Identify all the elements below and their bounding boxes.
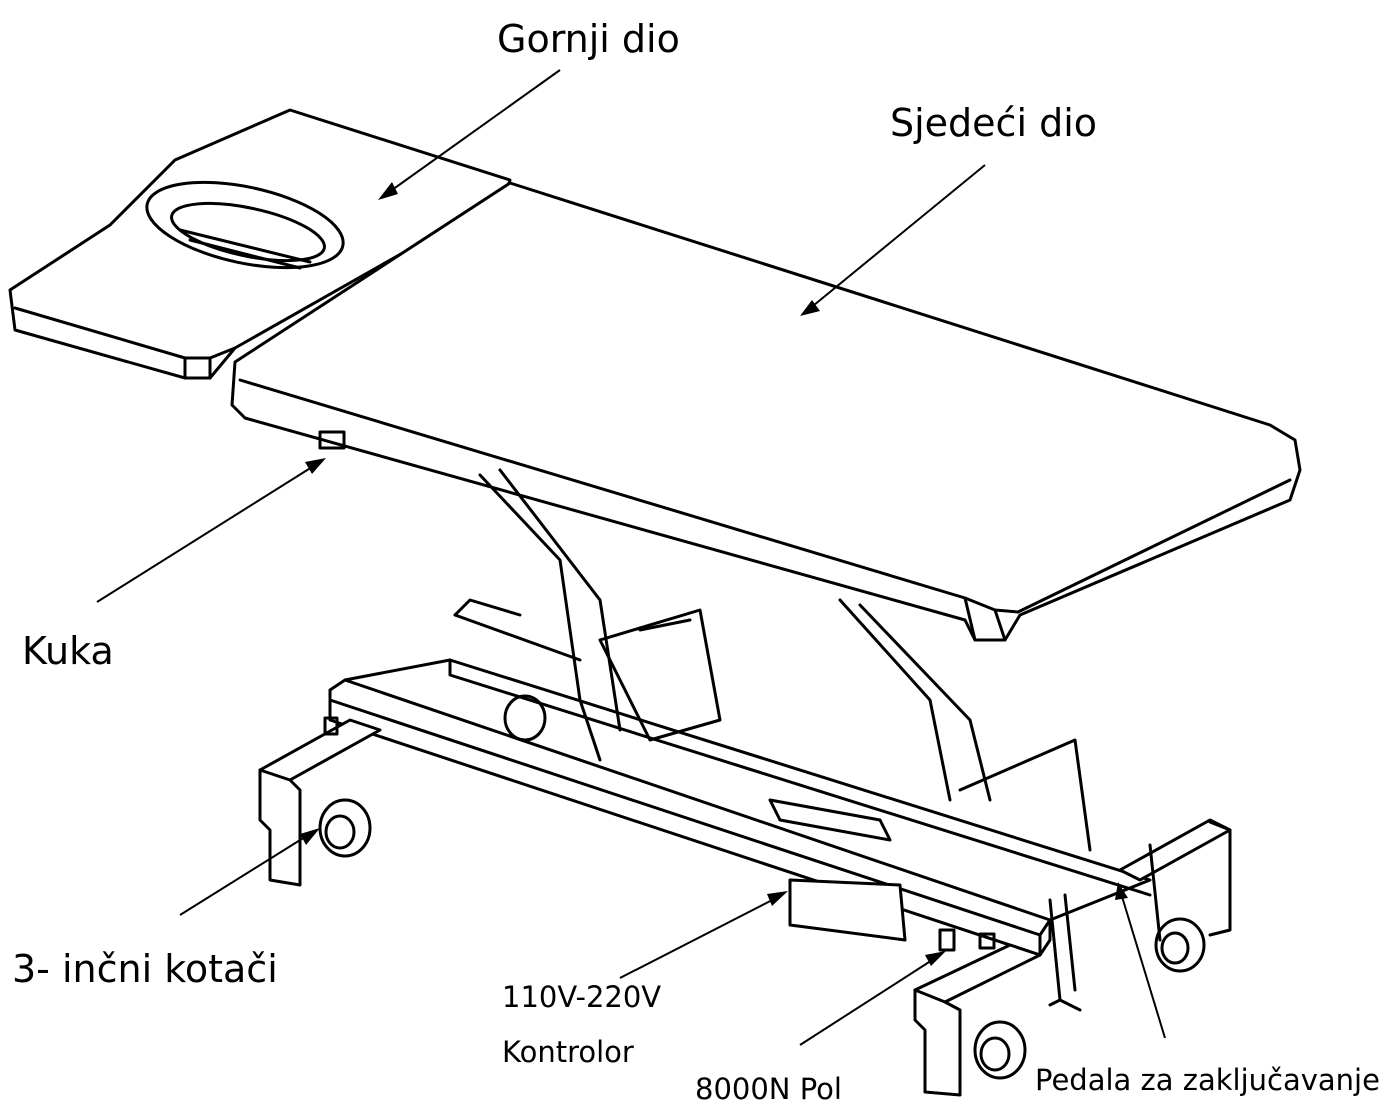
callout-lines	[96, 69, 1166, 1046]
head-section	[8, 108, 512, 380]
label-sjedeci-dio: Sjedeći dio	[890, 101, 1098, 145]
hook	[318, 430, 346, 450]
actuator-pole	[323, 716, 996, 952]
label-pedala: Pedala za zaključavanje	[1035, 1063, 1380, 1097]
seat-section	[230, 181, 1302, 642]
scissor-frame	[453, 468, 1092, 852]
label-kontrolor: Kontrolor	[502, 1035, 634, 1069]
controller-box	[768, 798, 907, 942]
label-kotaci: 3- inčni kotači	[12, 947, 278, 991]
label-pol: 8000N Pol	[695, 1072, 842, 1106]
callout-arrowheads	[300, 182, 1128, 966]
label-napon: 110V-220V	[502, 980, 662, 1014]
wheels	[318, 694, 1206, 1080]
base-frame	[258, 658, 1232, 1097]
locking-pedal	[1048, 843, 1162, 1012]
label-kuka: Kuka	[22, 629, 114, 673]
label-gornji-dio: Gornji dio	[497, 17, 680, 61]
